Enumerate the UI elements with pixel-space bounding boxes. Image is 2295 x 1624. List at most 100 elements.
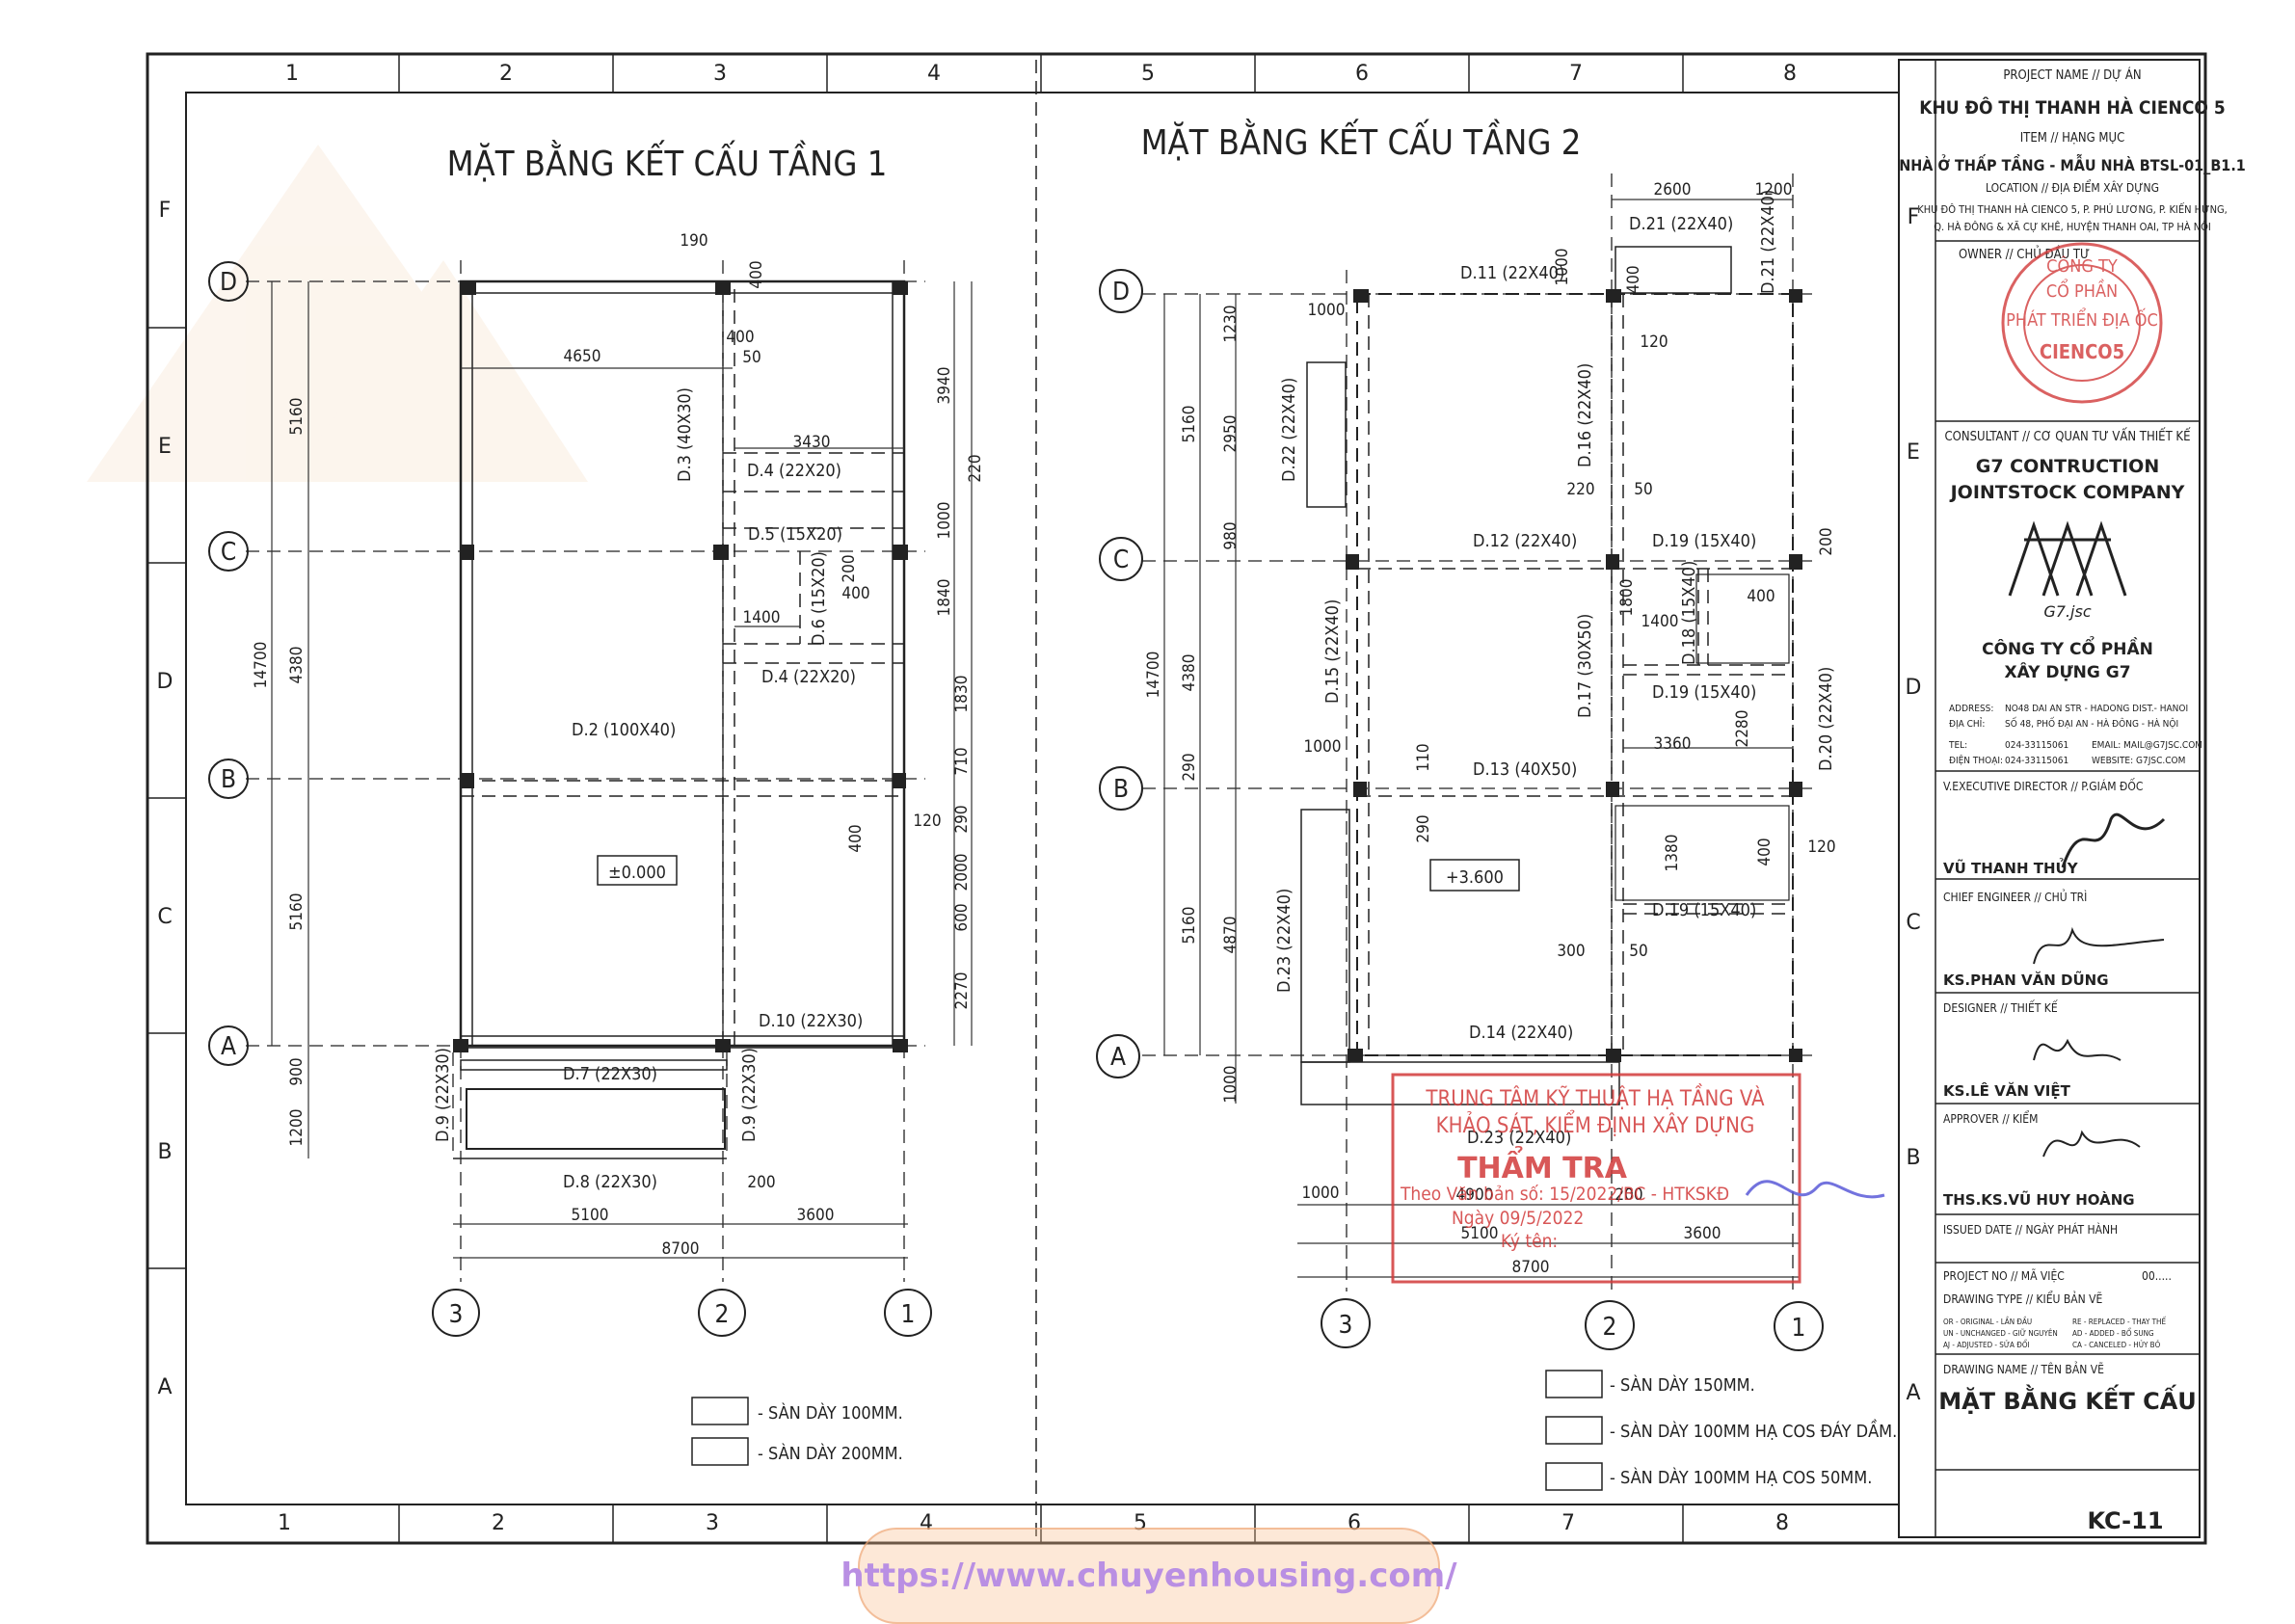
dim-label: 4870 [1221,917,1241,954]
axis-bubble-d: D [1112,278,1130,306]
tb-company-2: XÂY DỰNG G7 [2004,661,2130,682]
beam-label: D.4 (22X20) [761,667,856,687]
beam-label: D.15 (22X40) [1322,599,1343,704]
axis-bubble-3: 3 [1339,1311,1353,1340]
signature [2061,812,2166,868]
dim-label: 2280 [1733,710,1752,748]
beam-label: D.3 (40X30) [675,387,695,482]
dim-label: 1840 [935,579,954,617]
tb-location-1: KHU ĐÔ THỊ THANH HÀ CIENCO 5, P. PHÚ LƯƠ… [1917,202,2228,216]
dim-label: 120 [913,812,941,831]
dim-label: 600 [952,903,972,931]
website-watermark-text: https://www.chuyenhousing.com/ [841,1557,1457,1595]
row-label-left: B [157,1140,172,1164]
beam-label: D.6 (15X20) [809,551,829,646]
beam-label: D.19 (15X40) [1652,531,1756,551]
col-label-top: 8 [1783,62,1797,86]
row-label-left: A [157,1375,172,1399]
dim-label: 50 [742,348,761,367]
dim-label: 5160 [1180,907,1199,945]
tb-address-label: ADDRESS: [1949,704,1993,714]
axis-bubble-3: 3 [449,1300,464,1329]
dim-label: 4900 [1456,1185,1494,1205]
dim-label: 3600 [797,1206,835,1225]
dim-label: 4380 [1180,654,1199,692]
col-label-top: 2 [499,62,513,86]
dim-label: 1000 [1221,1066,1241,1104]
dim-label: 110 [1414,743,1433,771]
beam-label: D.2 (100X40) [572,720,676,740]
beam-label: D.23 (22X40) [1467,1128,1571,1148]
axis-bubble-d: D [220,268,237,297]
stamp-doc-ref: Theo Văn bản số: 15/2022/BC - HTKSKĐ [1400,1184,1729,1205]
col-label-top: 3 [713,62,727,86]
g7-logo-text: G7.jsc [2043,602,2091,621]
beam-label: D.13 (40X50) [1473,759,1577,780]
tb-consultant-2: JOINTSTOCK COMPANY [1949,482,2185,503]
signature [2042,1130,2141,1158]
tb-tel2: 024-33115061 [2005,756,2068,766]
dim-label: 220 [1566,480,1594,499]
beam-label: D.21 (22X40) [1629,214,1733,234]
tb-drawing-type: RE - REPLACED - THAY THẾ [2072,1316,2166,1326]
background-logo-watermark [87,145,588,482]
tb-address: NO48 DAI AN STR - HADONG DIST.- HANOI [2005,704,2188,714]
beam-label: D.16 (22X40) [1575,363,1595,467]
dim-label: 1380 [1663,835,1682,872]
row-label-right: F [1908,205,1920,229]
col-label-top: 7 [1569,62,1583,86]
row-label-right: A [1906,1381,1920,1405]
tb-company-1: CÔNG TY CỔ PHẦN [1982,635,2153,659]
tb-sheet-number: KC-11 [2087,1507,2163,1534]
axis-bubble-c: C [1113,546,1129,574]
col-label-bottom: 3 [706,1511,719,1535]
tb-drawing-type-label: DRAWING TYPE // KIỂU BẢN VẼ [1943,1291,2103,1306]
tb-project-no-label: PROJECT NO // MÃ VIỆC [1943,1268,2065,1283]
tb-consultant-1: G7 CONTRUCTION [1976,456,2159,477]
dim-label: 290 [1180,753,1199,781]
beam-label: D.19 (15X40) [1652,900,1756,920]
dim-label: 1830 [952,676,972,713]
tb-drawing-type: CA - CANCELED - HỦY BỎ [2072,1339,2161,1349]
dim-label: 1000 [935,502,954,540]
beam-label: D.19 (15X40) [1652,682,1756,703]
dim-label: 5160 [1180,406,1199,443]
owner-seal-line-2: CỔ PHẦN [2046,279,2118,302]
col-label-bottom: 2 [492,1511,505,1535]
plan-1-title: MẶT BẰNG KẾT CẤU TẦNG 1 [447,139,888,184]
dim-label: 900 [287,1057,307,1085]
dim-label: 1200 [1755,180,1793,200]
legend-item: - SÀN DÀY 150MM. [1610,1374,1755,1396]
dim-label: 3360 [1654,734,1692,754]
dim-label: 400 [747,260,766,288]
plan-2-level: +3.600 [1446,867,1504,888]
tb-drawing-name: MẶT BẰNG KẾT CẤU [1938,1383,2197,1415]
owner-seal-line-4: CIENCO5 [2040,340,2124,363]
axis-bubble-b: B [1113,775,1129,804]
row-label-left: C [157,905,172,929]
dim-label: 400 [1755,838,1775,865]
plan-floor-1: MẶT BẰNG KẾT CẤU TẦNG 1 [208,139,985,1466]
dim-label: 1000 [1308,301,1346,320]
tb-designer-label: DESIGNER // THIẾT KẾ [1943,999,2058,1015]
dim-label: 400 [1624,265,1643,293]
dim-label: 5100 [1461,1224,1499,1243]
dim-label: 1000 [1304,737,1342,757]
review-stamp: TRUNG TÂM KỸ THUẬT HẠ TẦNG VÀ KHẢO SÁT, … [1391,1073,1885,1284]
stamp-signature-label: Ký tên: [1501,1231,1558,1252]
dim-label: 5160 [287,893,307,931]
tb-drawing-type: UN - UNCHANGED - GIỮ NGUYÊN [1943,1327,2058,1338]
col-label-bottom: 7 [1561,1511,1575,1535]
owner-seal-line-3: PHÁT TRIỂN ĐỊA ỐC [2006,307,2158,331]
stamp-date: Ngày 09/5/2022 [1452,1208,1584,1229]
beam-label: D.9 (22X30) [433,1048,453,1142]
beam-label: D.14 (22X40) [1469,1023,1573,1043]
legend-item: - SÀN DÀY 200MM. [758,1443,903,1464]
dim-label: 1400 [743,608,781,627]
dim-label: 200 [747,1173,775,1192]
axis-bubble-2: 2 [715,1300,730,1329]
tb-website: WEBSITE: G7JSC.COM [2092,756,2185,766]
tb-location-label: LOCATION // ĐỊA ĐIỂM XÂY DỰNG [1986,179,2159,195]
titleblock-border [1898,59,2201,1538]
row-label-right: E [1907,440,1920,465]
